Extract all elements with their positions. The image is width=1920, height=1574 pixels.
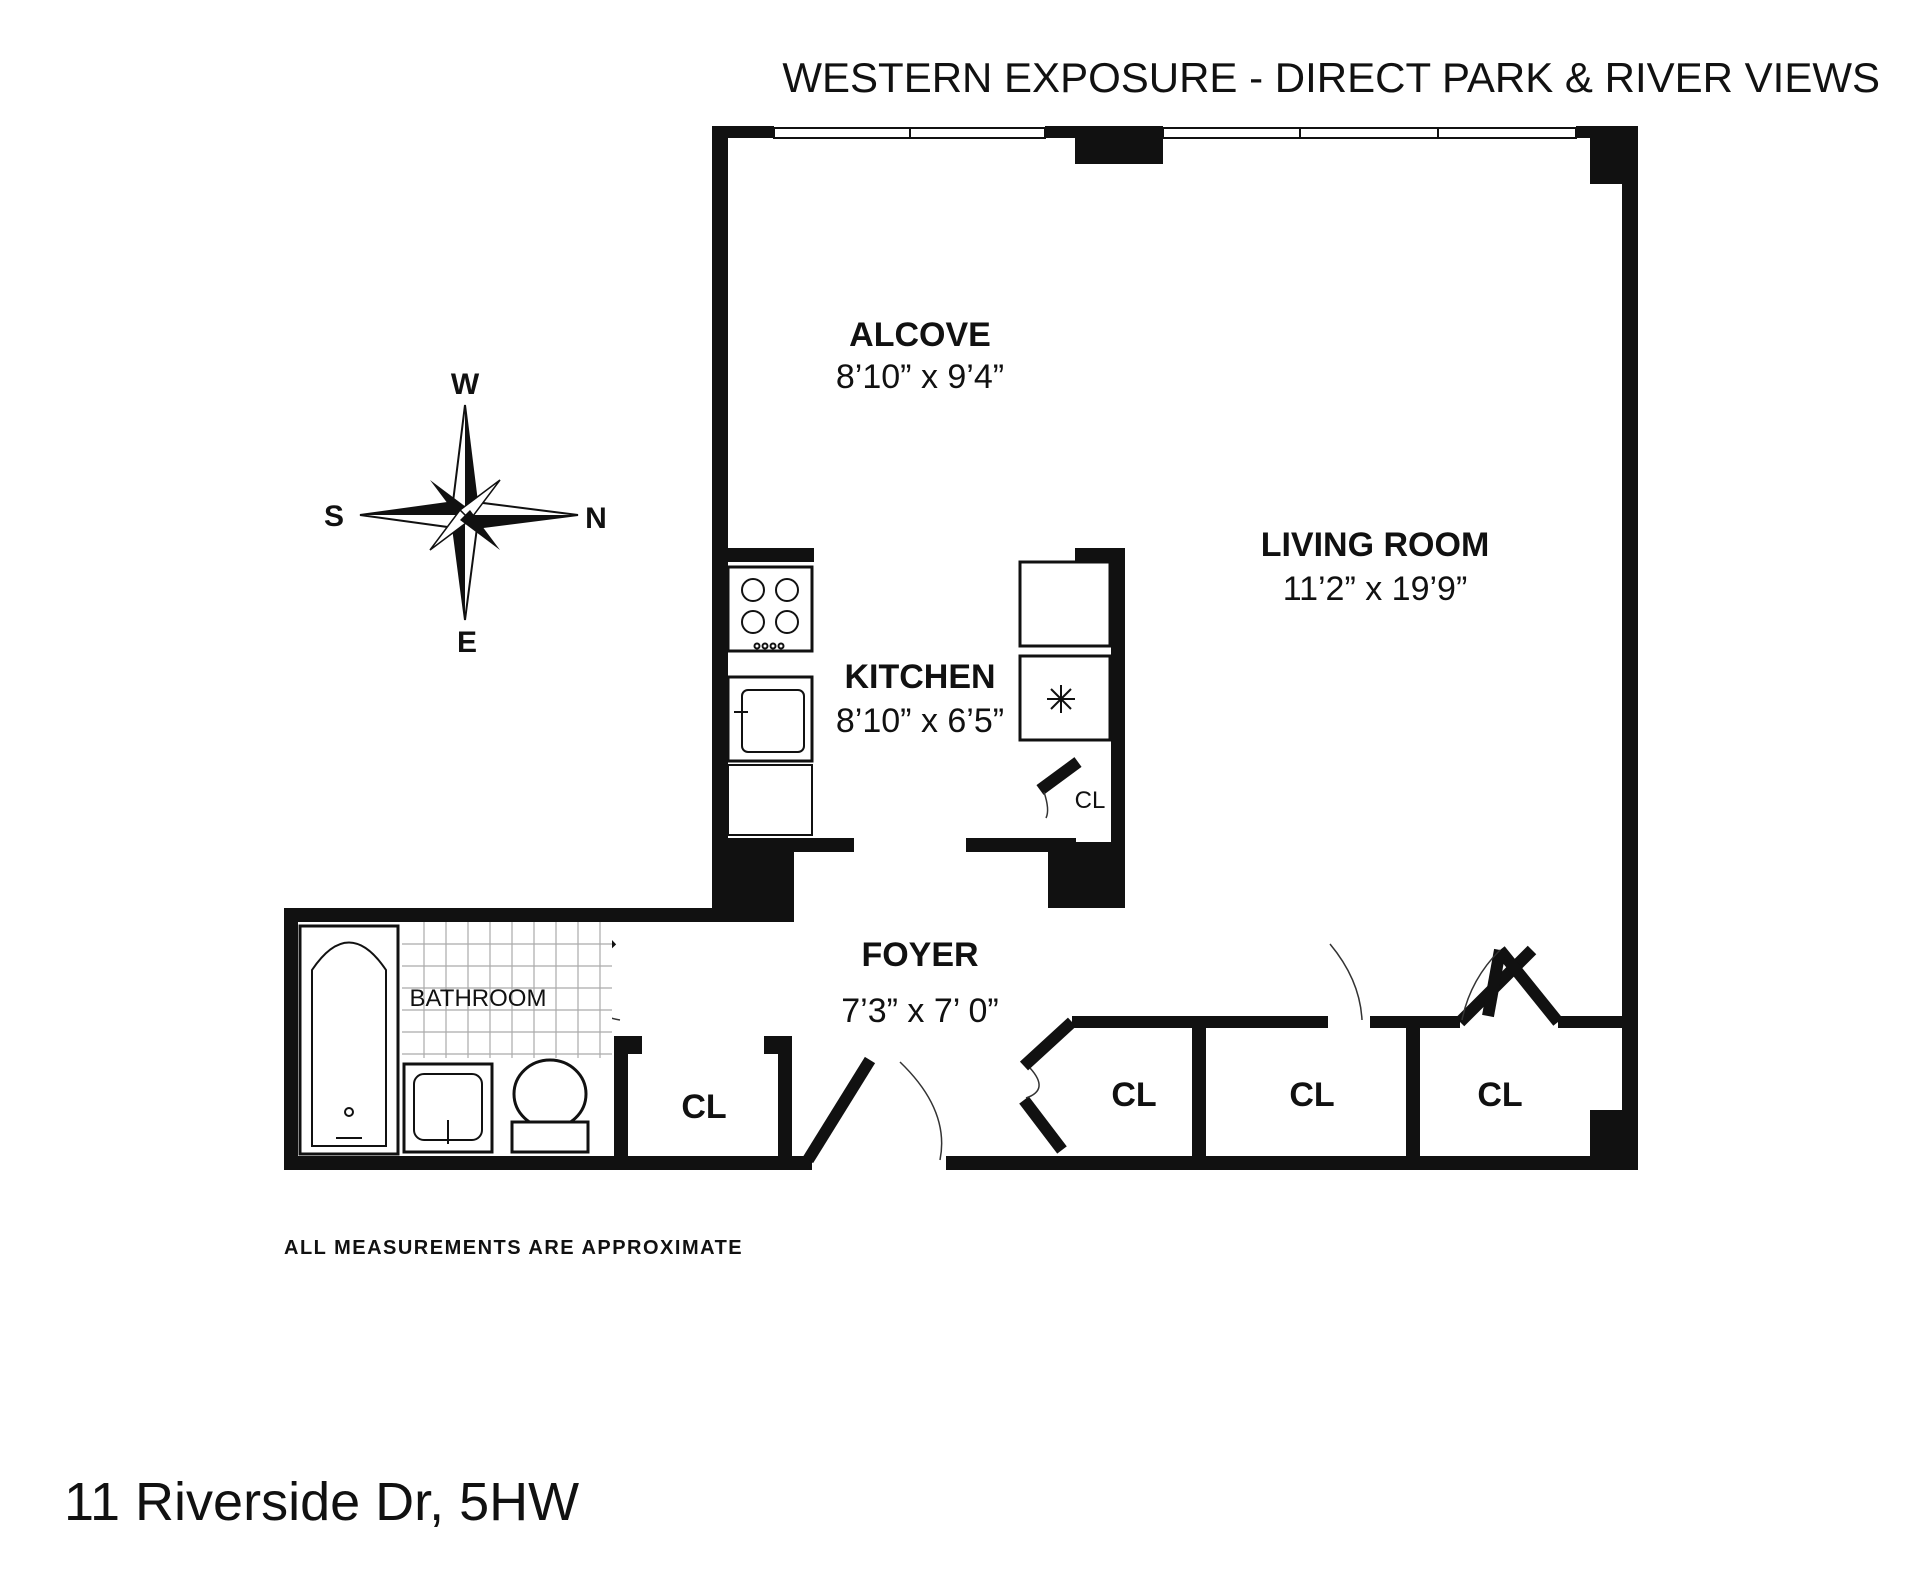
refrigerator <box>1018 560 1112 742</box>
compass-north-label: N <box>585 502 607 535</box>
kitchen-name: KITCHEN <box>844 658 995 696</box>
living-room-name: LIVING ROOM <box>1261 526 1490 564</box>
kitchen-sink <box>726 675 814 763</box>
closet-2-label: CL <box>1289 1076 1334 1114</box>
compass-south-label: S <box>324 500 344 533</box>
kitchen-dims: 8’10” x 6’5” <box>836 702 1004 740</box>
closet-1-label: CL <box>1111 1076 1156 1114</box>
bathtub <box>298 924 400 1156</box>
alcove-name: ALCOVE <box>849 316 991 354</box>
alcove-dims: 8’10” x 9’4” <box>836 358 1004 396</box>
toilet <box>510 1058 590 1154</box>
walls <box>284 126 1638 1170</box>
address: 11 Riverside Dr, 5HW <box>64 1472 579 1532</box>
counter <box>727 764 813 836</box>
kitchen-closet-label: CL <box>1075 787 1106 814</box>
foyer-closet-label: CL <box>681 1088 726 1126</box>
living-room-dims: 11’2” x 19’9” <box>1283 570 1468 608</box>
disclaimer: ALL MEASUREMENTS ARE APPROXIMATE <box>284 1237 743 1259</box>
compass-rose: W E S N <box>324 368 607 659</box>
bathroom-sink <box>402 1062 494 1154</box>
bathroom-name: BATHROOM <box>410 985 547 1012</box>
compass-west-label: W <box>451 368 480 401</box>
foyer-name: FOYER <box>861 936 978 974</box>
stove <box>726 565 814 653</box>
bathroom-tiles <box>402 922 612 1058</box>
compass-east-label: E <box>457 626 477 659</box>
exposure-heading: WESTERN EXPOSURE - DIRECT PARK & RIVER V… <box>782 54 1880 101</box>
snowflake-icon <box>1047 685 1075 713</box>
foyer-dims: 7’3” x 7’ 0” <box>841 992 998 1030</box>
closet-3-label: CL <box>1477 1076 1522 1114</box>
windows <box>773 127 1577 139</box>
